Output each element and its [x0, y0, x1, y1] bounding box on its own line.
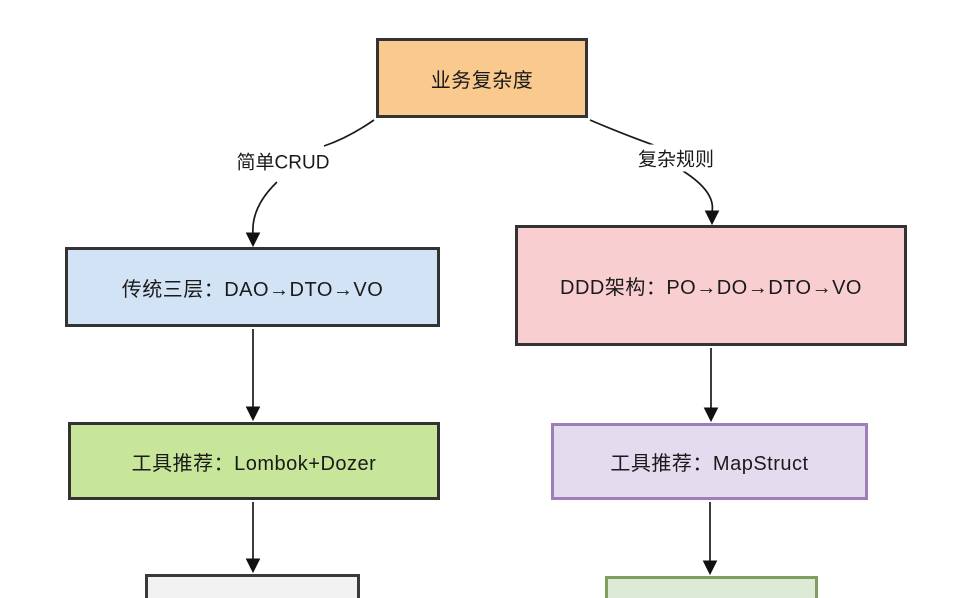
arrowhead-ddd	[704, 210, 720, 226]
node-ddd-architecture: DDD架构：PO→DO→DTO→VO	[515, 225, 907, 346]
edge-simple-crud-to-traditional	[252, 181, 278, 235]
node-business-complexity-label: 业务复杂度	[430, 69, 534, 92]
node-bottom-left-partial	[145, 574, 360, 598]
arrowhead-tool-right	[703, 407, 719, 423]
node-ddd-label: DDD架构：PO→DO→DTO→VO	[560, 277, 862, 299]
arrowhead-bottom-left	[245, 558, 261, 574]
node-business-complexity: 业务复杂度	[376, 38, 588, 118]
edge-label-complex-rules: 复杂规则	[635, 144, 717, 172]
node-tool-lombok-dozer-label: 工具推荐：Lombok+Dozer	[131, 452, 377, 475]
node-bottom-right-partial	[605, 576, 818, 598]
node-traditional-label: 传统三层：DAO→DTO→VO	[121, 278, 384, 301]
node-tool-lombok-dozer: 工具推荐：Lombok+Dozer	[68, 422, 440, 500]
edge-root-to-complex-rules	[589, 119, 660, 148]
arrowhead-traditional	[245, 232, 261, 248]
arrowhead-tool-left	[245, 406, 261, 422]
arrowhead-bottom-right	[702, 560, 718, 576]
node-traditional-three-layer: 传统三层：DAO→DTO→VO	[65, 247, 440, 327]
node-tool-mapstruct-label: 工具推荐：MapStruct	[610, 453, 809, 475]
edge-complex-rules-to-ddd	[682, 170, 714, 213]
node-tool-mapstruct: 工具推荐：MapStruct	[551, 423, 868, 500]
edge-root-to-simple-crud	[323, 119, 375, 147]
edge-label-simple-crud: 简单CRUD	[234, 147, 332, 175]
